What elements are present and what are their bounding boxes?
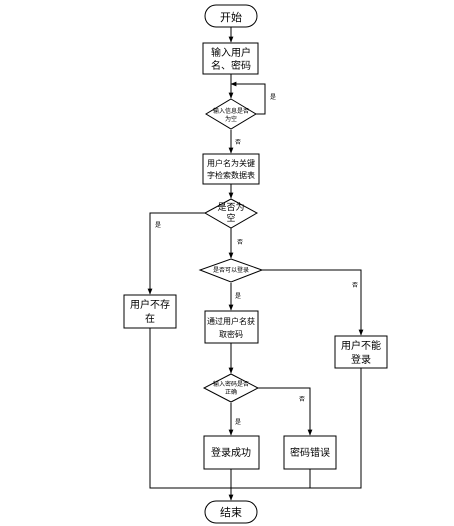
- search-process: [202, 153, 260, 185]
- edge-isempty-yes: [147, 212, 205, 295]
- can-login-label: 是否可以登录: [213, 266, 249, 274]
- search-label-1: 用户名为关键: [207, 158, 255, 168]
- password-error-label: 密码错误: [290, 446, 330, 459]
- edge-label-empty-yes: 是: [270, 94, 276, 101]
- edge-error-merge: [231, 469, 311, 489]
- edge-label-pwd-yes: 是: [235, 419, 241, 426]
- search-label-2: 字检索数据表: [207, 170, 255, 180]
- edge-canlogin-no: [262, 269, 364, 336]
- cannot-login-process: [334, 335, 388, 369]
- edge-label-isempty-no: 否: [237, 239, 243, 246]
- edge-label-canlogin-no: 否: [352, 282, 358, 289]
- is-empty-decision: [203, 198, 259, 229]
- login-success-label: 登录成功: [211, 446, 251, 459]
- user-not-exist-label-1: 用户不存: [130, 298, 170, 311]
- edge-label-canlogin-yes: 是: [235, 293, 241, 300]
- end-label: 结束: [220, 506, 242, 519]
- cannot-login-label-1: 用户不能: [341, 339, 381, 352]
- get-password-label-1: 通过用户名获: [207, 316, 255, 326]
- end-terminal: [204, 500, 258, 524]
- is-empty-label-2: 空: [226, 212, 235, 224]
- edge-notexist-merge: [149, 328, 231, 489]
- edge-label-pwd-no: 否: [299, 396, 305, 403]
- is-empty-label-1: 是否为: [217, 201, 244, 213]
- password-error-process: [283, 435, 337, 470]
- password-correct-decision: [202, 373, 260, 403]
- get-password-process: [204, 310, 259, 344]
- input-process: [202, 42, 259, 75]
- check-empty-label-1: 输入信息是否: [213, 107, 249, 115]
- input-label-2: 名、密码: [211, 59, 251, 72]
- start-label: 开始: [220, 10, 242, 24]
- login-success-process: [203, 435, 260, 470]
- password-correct-label-1: 输入密码是否: [213, 380, 249, 388]
- edge-pwd-no: [258, 387, 313, 436]
- password-correct-label-2: 正确: [225, 388, 237, 396]
- input-label-1: 输入用户: [211, 46, 251, 59]
- check-empty-decision: [205, 98, 257, 130]
- check-empty-label-2: 为空: [225, 115, 237, 123]
- edge-label-isempty-yes: 是: [155, 222, 161, 229]
- cannot-login-label-2: 登录: [351, 353, 371, 366]
- start-terminal: [204, 4, 258, 28]
- can-login-decision: [198, 258, 264, 283]
- user-not-exist-label-2: 在: [145, 313, 155, 325]
- edge-check-yes-loop: [230, 81, 266, 115]
- user-not-exist-process: [123, 294, 177, 329]
- edge-cannot-merge: [231, 368, 362, 489]
- edge-label-empty-no: 否: [235, 139, 241, 146]
- connectors: [147, 27, 364, 501]
- get-password-label-2: 取密码: [219, 329, 243, 339]
